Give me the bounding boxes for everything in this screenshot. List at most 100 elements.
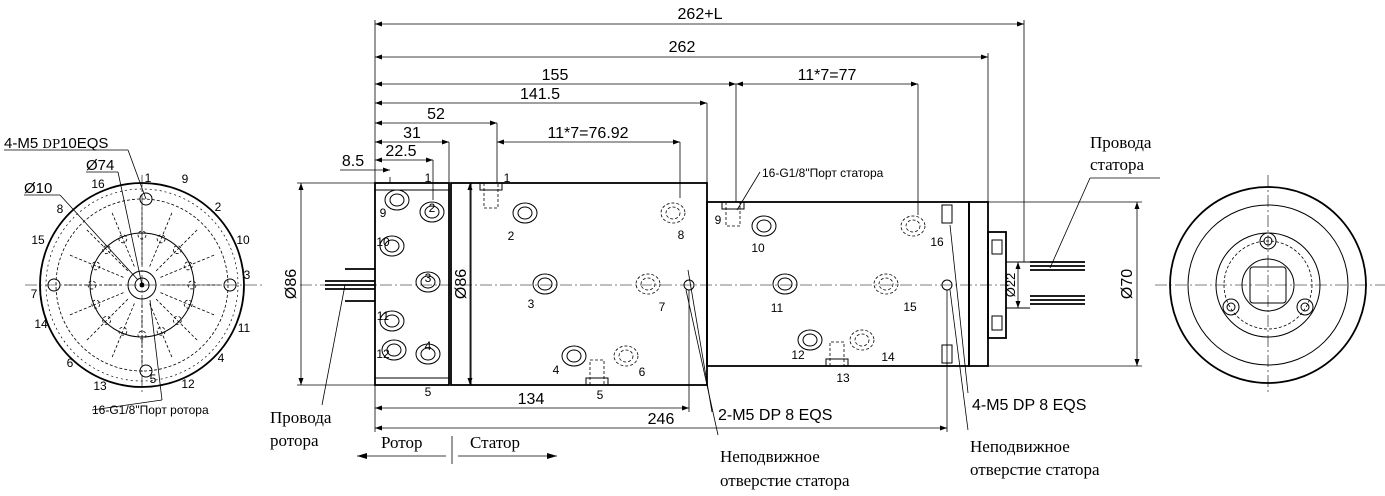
- stator-mount-hole-left: [1222, 298, 1240, 316]
- rotor-port-number: 13: [93, 379, 107, 393]
- wires-rotor-leader: [321, 284, 346, 406]
- dim-31: 31: [403, 125, 421, 142]
- rotor-face-port: [379, 235, 405, 257]
- rotor-port-number: 5: [150, 372, 157, 386]
- stator-a-port-number: 4: [553, 363, 560, 377]
- wires-rotor-label-1: Провода: [270, 408, 332, 427]
- dim-pitch-stator: 11*7=77: [798, 67, 857, 84]
- rotor-face-port-number: 10: [376, 235, 390, 249]
- dim-22-5: 22.5: [385, 143, 416, 160]
- rotor-port-number: 7: [31, 287, 38, 301]
- fixed-hole-2-leader: [949, 289, 969, 431]
- stator-a-port-number: 7: [659, 300, 666, 314]
- dia10-label: Ø10: [24, 180, 52, 197]
- dim-dia86-mid: Ø86: [453, 269, 470, 299]
- rotor-mount-hole-top: [139, 192, 153, 206]
- port-rotor-leader-b: [91, 399, 163, 411]
- stator-a-block: [450, 182, 708, 386]
- dim-141: 141.5: [520, 86, 560, 103]
- dimension-lines: [297, 20, 1142, 432]
- stator-label: Статор: [470, 433, 520, 452]
- wires-stator-label-1: Провода: [1090, 133, 1152, 152]
- stator-a-port-number: 6: [639, 365, 646, 379]
- stator-mount-hole-top: [1259, 232, 1277, 250]
- stator-a-port: [660, 202, 686, 224]
- rotor-port-number: 12: [181, 377, 195, 391]
- stator-a-port: [561, 345, 587, 367]
- m5-rotor-leader: [127, 149, 147, 200]
- dim-262: 262: [669, 39, 696, 56]
- stator-a-port-number: 1: [504, 171, 511, 185]
- stator-flange-inner: [1187, 204, 1349, 366]
- rotor-port-number: 6: [67, 356, 74, 370]
- wires-stator-label-2: статора: [1090, 155, 1144, 174]
- stator-b-port: [900, 215, 926, 237]
- stator-b-port-number: 10: [751, 241, 765, 255]
- end-cap: [968, 201, 1085, 367]
- rotor-face-port: [419, 201, 445, 223]
- stator-b-port-number: 12: [791, 348, 805, 362]
- rotor-port-number: 16: [91, 177, 105, 191]
- stator-a-port-number: 2: [508, 229, 515, 243]
- fixed-hole-1-label-1: Неподвижное: [720, 447, 820, 466]
- stator-square-bore: [1249, 266, 1287, 304]
- stator-a-port: [613, 345, 639, 367]
- rotor-face-port-number: 12: [376, 347, 390, 361]
- rotor-face-port-number: 2: [429, 201, 436, 215]
- dim-dia86-left: Ø86: [283, 269, 300, 299]
- port-rotor-leader: [149, 299, 163, 401]
- rotor-port-circle: [55, 198, 229, 372]
- rotor-port-number: 15: [31, 233, 45, 247]
- stator-b-port-number: 13: [836, 371, 850, 385]
- stator-a-port: [532, 273, 558, 295]
- stator-flange-outline: [1169, 186, 1367, 384]
- dia74-leader: [117, 171, 143, 286]
- dia74-label: Ø74: [86, 157, 114, 174]
- rotor-port-number: 3: [244, 268, 251, 282]
- stator-b-port: [849, 329, 875, 351]
- port-rotor-label: 16-G1/8"Порт ротора: [92, 403, 209, 417]
- wires-rotor-label-2: ротора: [270, 431, 319, 450]
- stator-b-port-number: 11: [771, 301, 784, 315]
- fixed-hole-1-label-2: отверстие статора: [720, 471, 850, 490]
- m5-2-label: 2-M5 DP 8 EQS: [718, 407, 832, 424]
- dim-dia70: Ø70: [1119, 269, 1136, 299]
- stator-a-port-number: 3: [528, 297, 535, 311]
- stator-b-port-number: 16: [930, 235, 944, 249]
- rotor-label: Ротор: [381, 433, 423, 452]
- stator-b-port: [772, 273, 798, 295]
- rotor-center-bore: [134, 277, 150, 293]
- stator-b-port-number: 9: [715, 213, 722, 227]
- stator-end-view: [1155, 175, 1385, 395]
- end-cap-boss: [987, 231, 1007, 339]
- fixed-hole-1-leader: [685, 289, 719, 436]
- stator-b-port-number: 14: [881, 350, 895, 364]
- dim-dia22: Ø22: [1003, 273, 1018, 298]
- dim-155: 155: [542, 67, 569, 84]
- rotor-port-number: 1: [145, 171, 152, 185]
- rotor-mount-hole-left: [47, 278, 61, 292]
- rotor-face-port-number: 3: [425, 271, 432, 285]
- stator-b-port: [797, 329, 823, 351]
- stator-b-port: [751, 215, 777, 237]
- rotor-face-port-number: 11: [377, 309, 390, 323]
- stator-a-port-number: 5: [597, 388, 604, 402]
- stator-b-block: [706, 201, 970, 367]
- port-stator-label: 16-G1/8"Порт статора: [762, 166, 884, 180]
- rotor-face-port: [415, 343, 441, 365]
- dia10-leader: [59, 194, 139, 281]
- stator-bore: [1241, 258, 1295, 312]
- dim-total-l: 262+L: [678, 6, 723, 23]
- rotor-face-port-number: 9: [380, 206, 387, 220]
- rotor-face-port: [415, 271, 441, 293]
- rotor-port-number: 8: [57, 202, 64, 216]
- dim-pitch-rotor: 11*7=76.92: [547, 125, 628, 142]
